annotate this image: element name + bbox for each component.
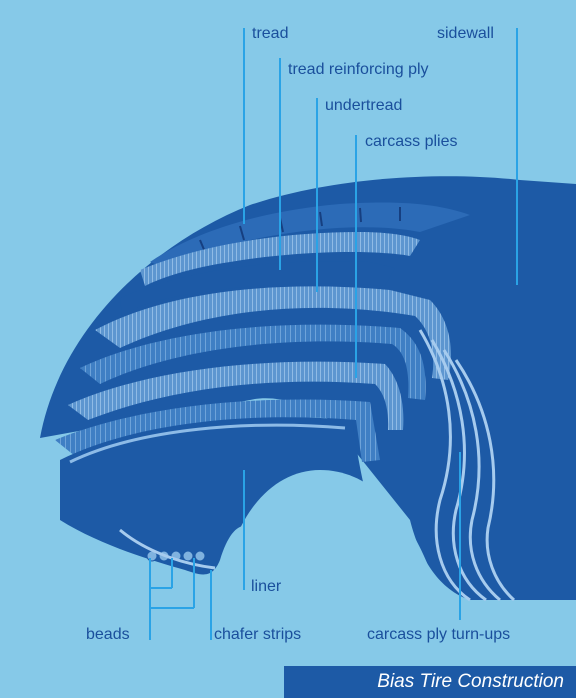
label-sidewall: sidewall — [437, 25, 494, 43]
diagram-title: Bias Tire Construction — [377, 671, 564, 693]
background-strip — [0, 666, 284, 698]
label-tread: tread — [252, 25, 288, 43]
label-carcass-ply-turnups: carcass ply turn-ups — [367, 626, 510, 644]
label-tread-reinforcing-ply: tread reinforcing ply — [288, 61, 429, 79]
label-carcass-plies: carcass plies — [365, 133, 457, 151]
label-chafer-strips: chafer strips — [214, 626, 301, 644]
label-beads: beads — [86, 626, 130, 644]
caption-bar: Bias Tire Construction — [284, 666, 576, 698]
label-undertread: undertread — [325, 97, 402, 115]
label-liner: liner — [251, 578, 281, 596]
